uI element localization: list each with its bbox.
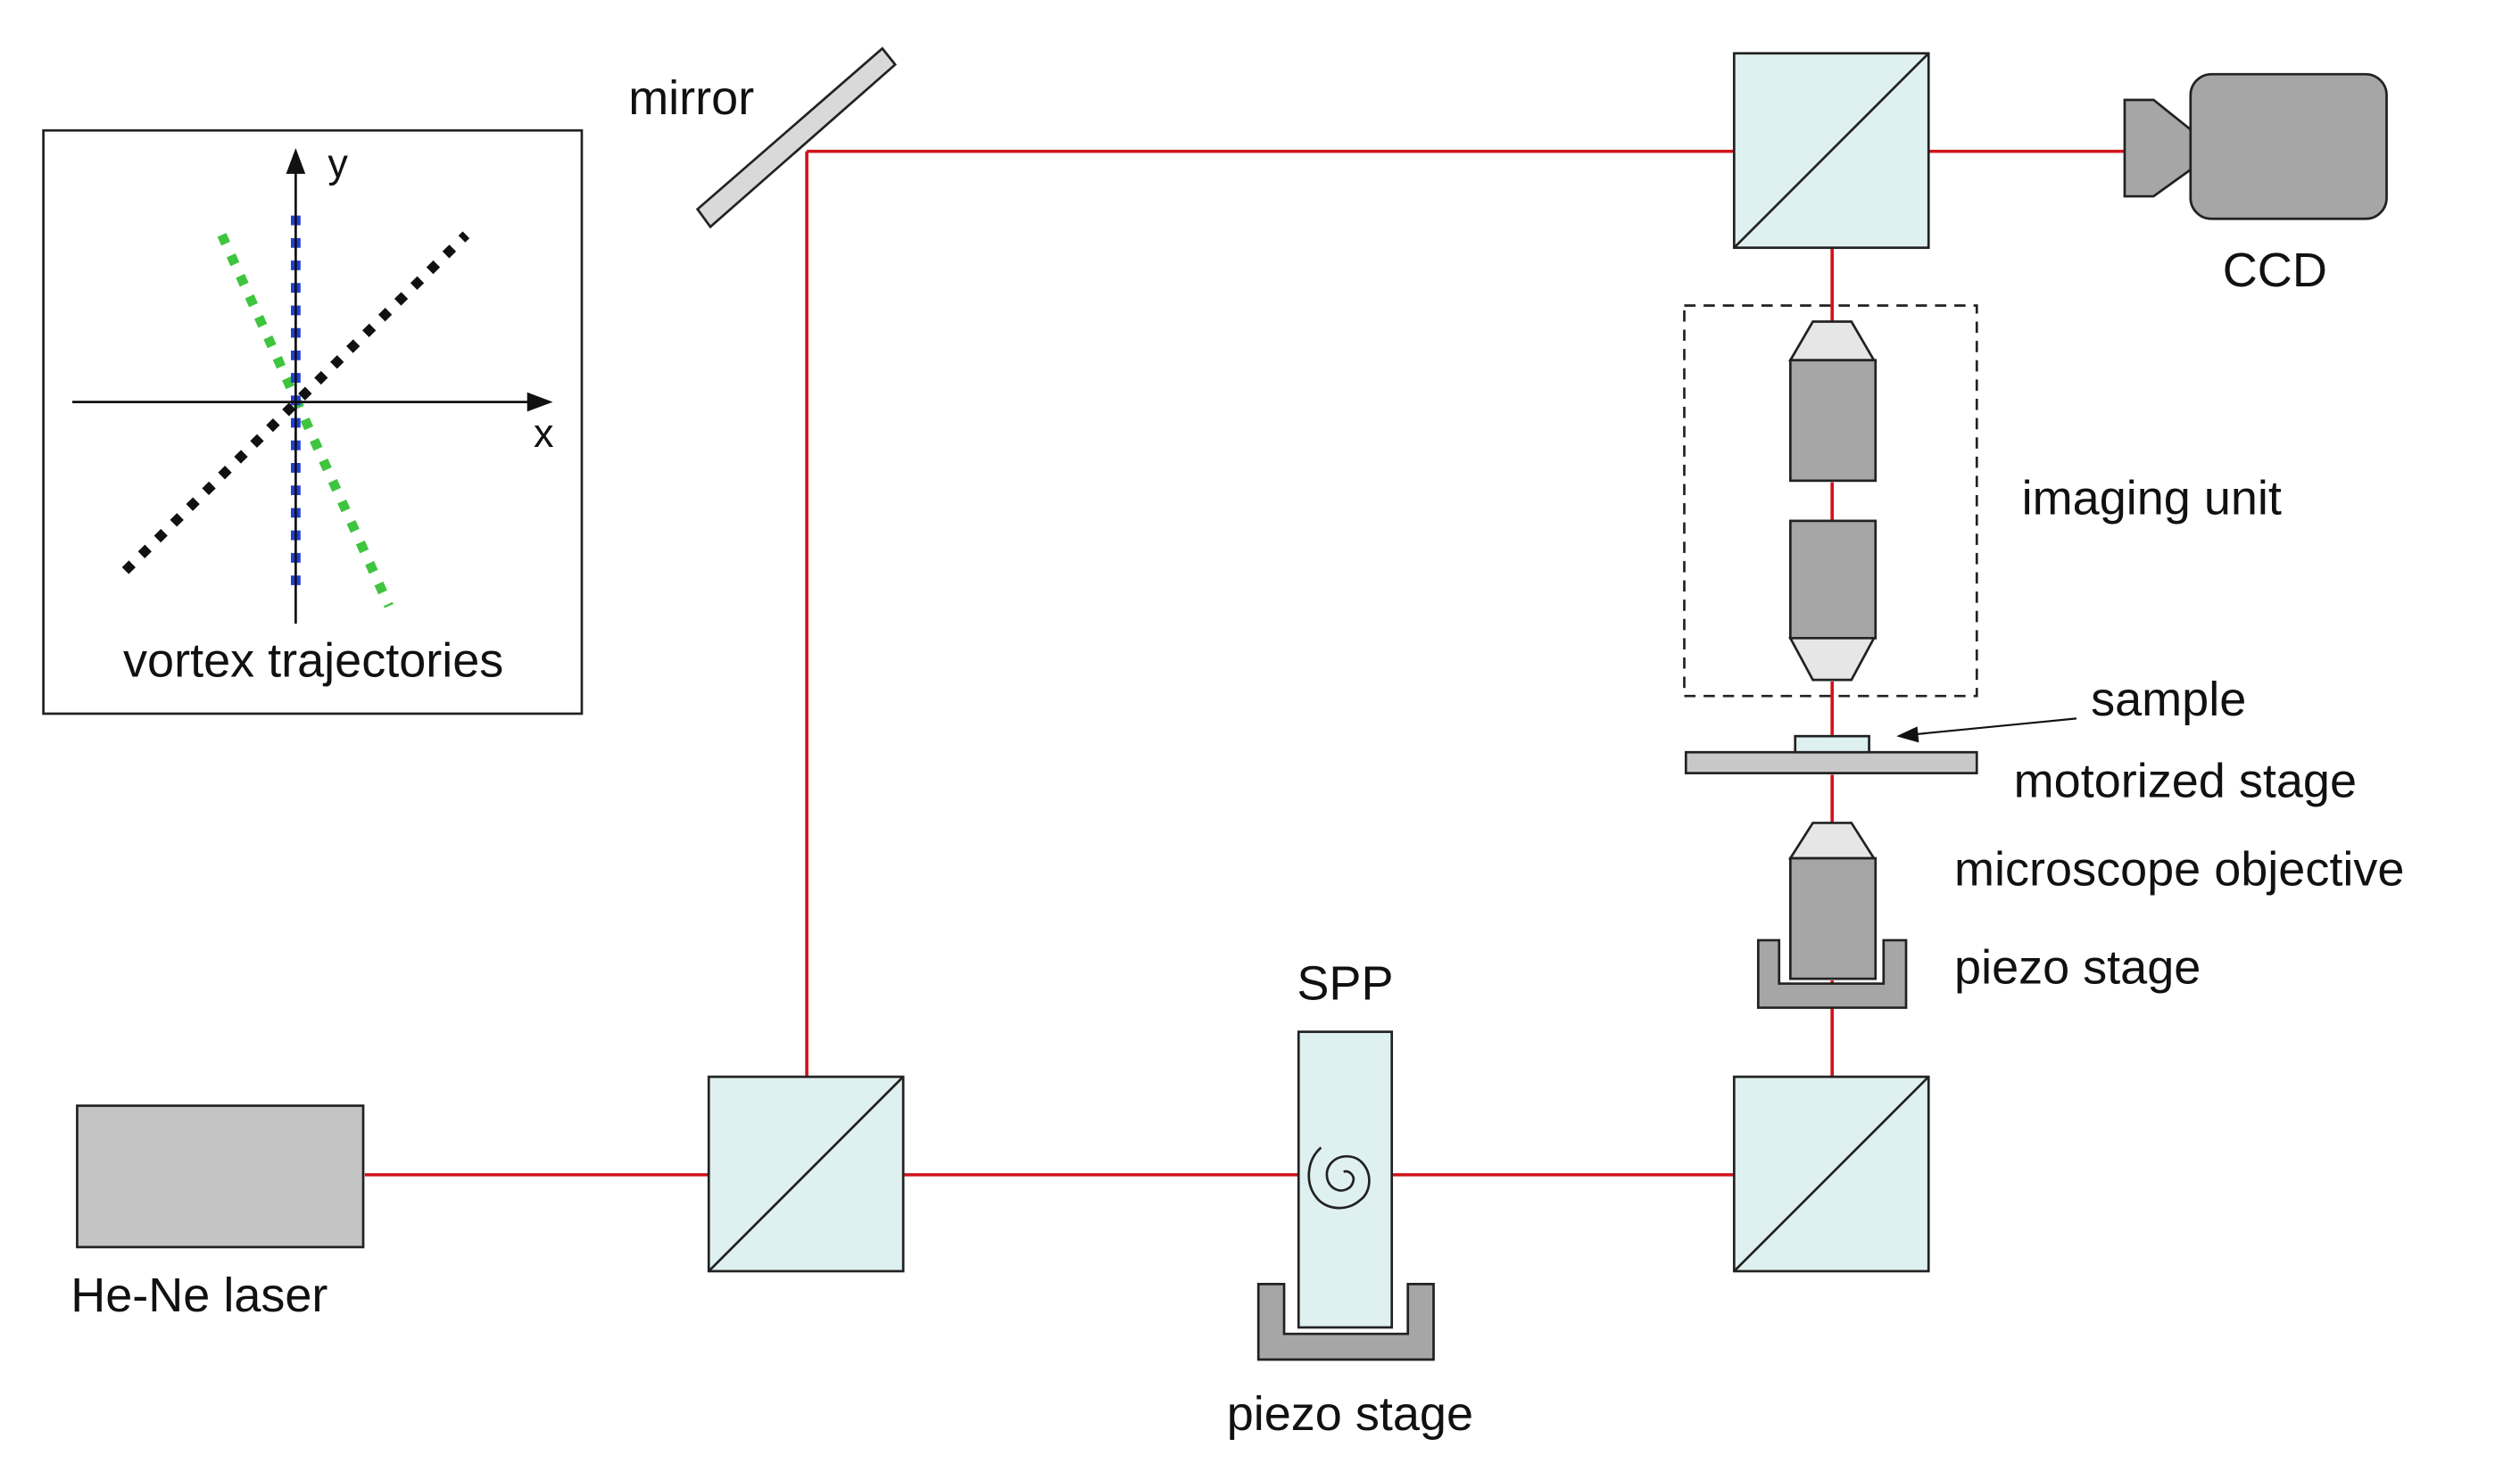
imaging-unit-boundary <box>1683 304 1978 698</box>
he-ne-laser-label: He-Ne laser <box>70 1269 327 1322</box>
sample-label: sample <box>2091 673 2246 726</box>
trajectory-green <box>217 233 394 608</box>
ccd-label: CCD <box>2223 244 2327 297</box>
microscope-objective-assembly: microscope objective piezo stage <box>1756 822 2404 1009</box>
inset-title: vortex trajectories <box>123 634 503 688</box>
sample-pointer-arrowhead-icon <box>1896 726 1919 743</box>
piezo-stage-right-holder <box>1756 938 1908 1009</box>
mirror-label: mirror <box>628 71 754 125</box>
beam-splitter-right-top <box>1732 52 1930 250</box>
imaging-unit: imaging unit <box>1683 304 2282 698</box>
laser-body <box>76 1104 365 1249</box>
beam-splitter-right-bottom <box>1732 1075 1930 1273</box>
lower-lens-tip <box>1788 636 1877 682</box>
microscope-objective-label: microscope objective <box>1954 843 2404 897</box>
beam-splitter-left <box>707 1075 905 1273</box>
mirror: mirror <box>628 46 898 229</box>
inset-frame <box>42 128 584 715</box>
lower-lens-body <box>1788 519 1878 640</box>
spp-label: SPP <box>1297 957 1393 1011</box>
beam-splitter-right-top-diagonal <box>1733 52 1930 249</box>
x-axis-label: x <box>534 410 554 456</box>
ccd-lens-mount <box>2123 98 2195 198</box>
upper-lens-tip <box>1787 320 1877 362</box>
y-axis-label: y <box>327 140 348 186</box>
mirror-body <box>695 46 898 229</box>
motorized-stage-plate <box>1684 750 1978 774</box>
objective-body <box>1788 856 1878 980</box>
objective-tip <box>1787 822 1877 860</box>
he-ne-laser: He-Ne laser <box>70 1104 365 1322</box>
ccd-camera: CCD <box>2123 72 2388 297</box>
piezo-stage-bottom-label: piezo stage <box>1227 1387 1473 1441</box>
vortex-trajectories-inset: x y vortex trajectories <box>42 128 584 715</box>
piezo-stage-bottom-holder <box>1256 1282 1435 1361</box>
beam-splitter-right-bottom-diagonal <box>1733 1076 1930 1272</box>
sample-slide <box>1794 734 1870 754</box>
imaging-unit-label: imaging unit <box>2022 472 2282 525</box>
upper-lens-body <box>1788 359 1878 483</box>
spiral-phase-icon <box>1307 1146 1371 1210</box>
piezo-stage-right-label: piezo stage <box>1954 941 2201 995</box>
y-axis-arrow-icon <box>286 148 306 174</box>
spp-plate <box>1297 1030 1394 1329</box>
spp-assembly: SPP piezo stage <box>1227 957 1473 1442</box>
sample-stage-assembly: sample motorized stage <box>1684 673 2357 808</box>
sample-pointer-arrow <box>1912 717 2077 736</box>
ccd-body <box>2189 72 2388 220</box>
x-axis-arrow-icon <box>526 392 553 412</box>
beam-splitter-left-diagonal <box>708 1076 905 1272</box>
motorized-stage-label: motorized stage <box>2014 755 2357 808</box>
